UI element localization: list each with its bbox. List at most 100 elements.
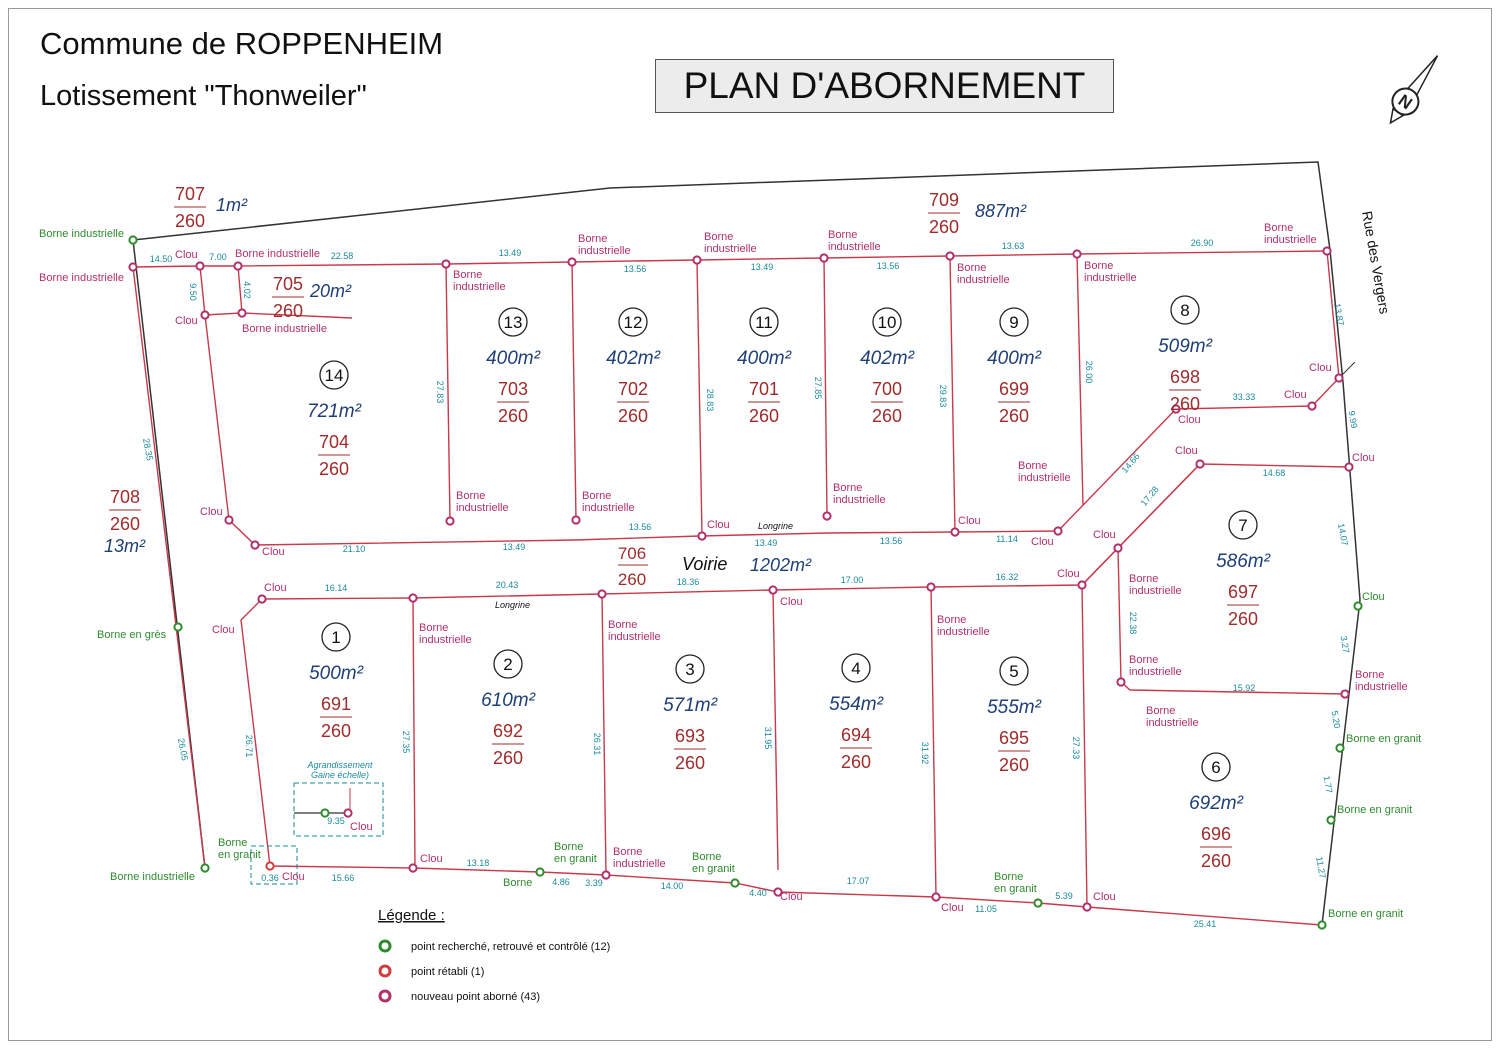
dimension-label: 3.39 [585, 878, 603, 888]
dimension-label: 4.40 [749, 888, 767, 898]
dimension-label: 1.77 [1322, 775, 1335, 794]
point-label: Borne industrielle [235, 248, 320, 260]
svg-text:industrielle: industrielle [704, 243, 757, 255]
survey-point-icon [1326, 815, 1336, 825]
point-label: Clou [1093, 891, 1116, 903]
point-label: Borne industrielle [242, 323, 327, 335]
survey-point-icon [200, 310, 210, 320]
svg-text:industrielle: industrielle [828, 241, 881, 253]
dimension-label: 3.27 [1339, 635, 1352, 654]
lot-area: 554m² [829, 694, 884, 715]
dimension-label: 26.71 [244, 735, 254, 758]
lot-section: 695 [999, 728, 1029, 748]
lot-section: 701 [749, 379, 779, 399]
lot-sheet: 260 [319, 459, 349, 479]
svg-text:en granit: en granit [994, 883, 1037, 895]
dimension-label: 27.33 [1071, 737, 1081, 760]
dimension-label: 9.50 [188, 283, 198, 301]
legend-label: point recherché, retrouvé et contrôlé (1… [411, 941, 610, 953]
lot-area: 555m² [987, 697, 1042, 718]
svg-text:industrielle: industrielle [582, 502, 635, 514]
survey-point-icon [445, 516, 455, 526]
dimension-label: 7.00 [209, 252, 227, 262]
point-label: Borne en granit [1337, 804, 1412, 816]
small-parcel-area: 1m² [216, 195, 248, 215]
survey-point-icon [320, 808, 330, 818]
svg-text:industrielle: industrielle [957, 274, 1010, 286]
survey-point-icon [768, 585, 778, 595]
point-label: Clou [1362, 591, 1385, 603]
point-label: Clou [1093, 529, 1116, 541]
legend: Légende : point recherché, retrouvé et c… [378, 907, 610, 1003]
dimension-label: 16.14 [325, 583, 348, 593]
svg-text:industrielle: industrielle [578, 245, 631, 257]
lot-sheet: 260 [493, 748, 523, 768]
small-parcel-section: 707 [175, 184, 205, 204]
dimension-label: 13.49 [503, 542, 526, 552]
dimension-label: 27.83 [435, 381, 445, 404]
dimension-label: 9.35 [327, 816, 345, 826]
survey-point-icon [1344, 462, 1354, 472]
dimension-label: 13.49 [755, 538, 778, 548]
small-parcel-section: 705 [273, 274, 303, 294]
survey-point-icon [571, 515, 581, 525]
lot-area: 400m² [486, 348, 541, 369]
svg-text:en granit: en granit [554, 853, 597, 865]
point-label: Borne industrielle [39, 272, 124, 284]
legend-label: point rétabli (1) [411, 966, 484, 978]
svg-text:industrielle: industrielle [453, 281, 506, 293]
svg-text:industrielle: industrielle [613, 858, 666, 870]
dimension-label: 21.10 [343, 544, 366, 554]
lot-area: 500m² [309, 663, 364, 684]
legend-label: nouveau point aborné (43) [411, 991, 540, 1003]
dimension-label: 14.66 [1120, 451, 1142, 475]
dimension-label: 31.95 [763, 727, 773, 750]
survey-point-icon [237, 308, 247, 318]
lot-section: 699 [999, 379, 1029, 399]
survey-point-icon [1334, 373, 1344, 383]
dimension-label: 17.28 [1139, 484, 1161, 508]
point-label: Clou [262, 546, 285, 558]
lot-number: 11 [755, 313, 773, 332]
survey-point-icon [195, 261, 205, 271]
agrandissement-detail: Agrandissement Gaine échelle) [250, 760, 384, 885]
survey-point-icon [408, 593, 418, 603]
dimension-label: 14.50 [150, 254, 173, 264]
point-label: Clou [175, 249, 198, 261]
point-label: Clou [212, 624, 235, 636]
survey-point-icon [950, 527, 960, 537]
svg-text:Borne: Borne [833, 482, 862, 494]
dimension-label: 26.31 [592, 733, 602, 756]
dimension-label: 11.14 [996, 534, 1018, 544]
lot-sheet: 260 [749, 406, 779, 426]
dimension-label: 13.18 [467, 858, 490, 868]
point-label: Clou [1031, 536, 1054, 548]
parcel-labels: 1500m²6912602610m²6922603571m²6932604554… [104, 184, 1271, 871]
lot-section: 691 [321, 694, 351, 714]
survey-point-icon [1077, 580, 1087, 590]
dimension-label: 13.56 [877, 261, 900, 271]
longrine-top: Longrine [758, 521, 793, 531]
survey-point-icon [343, 808, 353, 818]
survey-point-icon [1335, 743, 1345, 753]
dimension-label: 25.41 [1194, 919, 1217, 929]
survey-point-icon [1053, 526, 1063, 536]
point-label: Clou [282, 871, 305, 883]
parcel-boundaries [132, 250, 1350, 926]
legend-point-icon [378, 964, 392, 978]
small-parcel-section: 709 [929, 190, 959, 210]
point-label: Clou [780, 891, 803, 903]
lot-area: 509m² [1158, 336, 1213, 357]
survey-point-icon [597, 589, 607, 599]
survey-point-icon [697, 531, 707, 541]
